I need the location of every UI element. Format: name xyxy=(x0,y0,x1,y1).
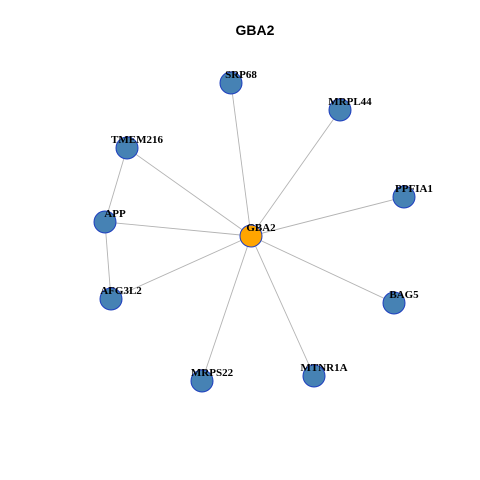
node-label-srp68: SRP68 xyxy=(225,69,257,81)
node-mrpl44: MRPL44 xyxy=(328,96,372,122)
node-label-bag5: BAG5 xyxy=(389,289,419,301)
edge-app-afg3l2 xyxy=(104,221,112,300)
node-circle-afg3l2 xyxy=(99,287,123,311)
node-circle-bag5 xyxy=(382,291,406,315)
node-mtnr1a: MTNR1A xyxy=(300,362,348,388)
node-gba2: GBA2 xyxy=(239,222,276,248)
edge-gba2-srp68 xyxy=(230,82,252,237)
node-label-app: APP xyxy=(104,208,126,220)
node-tmem216: TMEM216 xyxy=(111,134,163,160)
node-label-gba2: GBA2 xyxy=(246,222,276,234)
edge-gba2-mtnr1a xyxy=(250,235,315,377)
node-srp68: SRP68 xyxy=(219,69,257,95)
node-label-mrps22: MRPS22 xyxy=(191,367,234,379)
node-circle-gba2 xyxy=(239,224,263,248)
edge-app-tmem216 xyxy=(104,147,128,223)
edge-gba2-bag5 xyxy=(250,235,395,304)
node-circle-mtnr1a xyxy=(302,364,326,388)
edges-layer xyxy=(104,82,405,382)
node-ppfia1: PPFIA1 xyxy=(392,183,433,209)
node-label-mtnr1a: MTNR1A xyxy=(300,362,347,374)
node-label-ppfia1: PPFIA1 xyxy=(395,183,433,195)
node-label-afg3l2: AFG3L2 xyxy=(100,285,142,297)
node-mrps22: MRPS22 xyxy=(190,367,234,393)
node-circle-srp68 xyxy=(219,71,243,95)
edge-gba2-ppfia1 xyxy=(250,196,405,237)
node-app: APP xyxy=(93,208,126,234)
node-bag5: BAG5 xyxy=(382,289,419,315)
graph-title: GBA2 xyxy=(236,22,275,38)
node-circle-tmem216 xyxy=(115,136,139,160)
edge-gba2-afg3l2 xyxy=(110,235,252,300)
edge-gba2-tmem216 xyxy=(126,147,252,237)
edge-gba2-app xyxy=(104,221,252,237)
node-circle-ppfia1 xyxy=(392,185,416,209)
node-afg3l2: AFG3L2 xyxy=(99,285,142,311)
node-label-tmem216: TMEM216 xyxy=(111,134,163,146)
node-circle-mrps22 xyxy=(190,369,214,393)
edge-gba2-mrpl44 xyxy=(250,109,341,237)
node-circle-app xyxy=(93,210,117,234)
edge-gba2-mrps22 xyxy=(201,235,252,382)
node-label-mrpl44: MRPL44 xyxy=(328,96,372,108)
node-circle-mrpl44 xyxy=(328,98,352,122)
